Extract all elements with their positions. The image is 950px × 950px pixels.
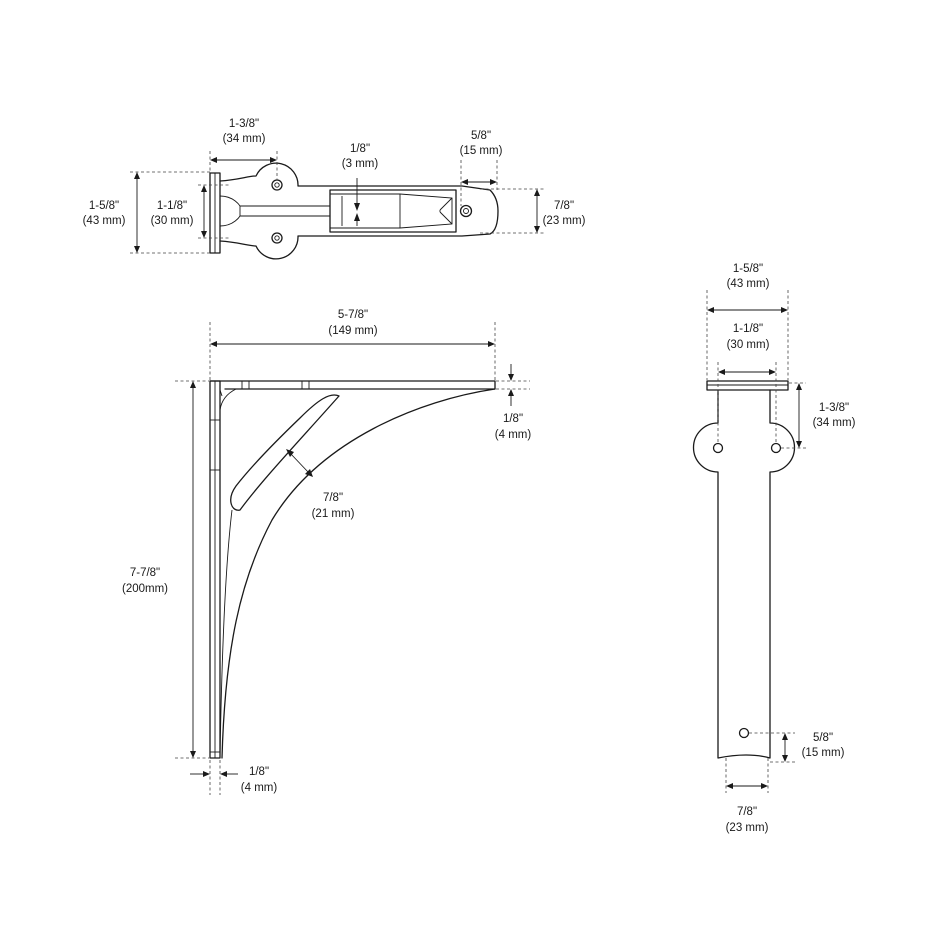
top-end-hole-metric: (15 mm): [460, 145, 503, 157]
top-overall-height-metric: (43 mm): [83, 215, 126, 227]
side-height-metric: (200mm): [122, 583, 168, 595]
front-overall-width-label: 1-5/8": [733, 263, 763, 275]
top-hole-offset-label: 1-3/8": [229, 118, 259, 130]
side-top-thickness-metric: (4 mm): [495, 429, 532, 441]
top-view-dimension-lines: [130, 151, 545, 254]
top-view-outline: [209, 162, 499, 260]
top-view-labels: 1-5/8" (43 mm) 1-1/8" (30 mm) 1-3/8" (34…: [83, 118, 586, 227]
side-depth-metric: (149 mm): [328, 325, 377, 337]
side-view: 5-7/8" (149 mm) 7-7/8" (200mm) 1/8" (4 m…: [122, 309, 531, 795]
side-top-thickness-label: 1/8": [503, 413, 523, 425]
front-bottom-hole-label: 5/8": [813, 732, 833, 744]
front-hole-spacing-label: 1-1/8": [733, 323, 763, 335]
top-arm-width-metric: (23 mm): [543, 215, 586, 227]
front-view-dimension-lines: [706, 290, 806, 793]
side-depth-label: 5-7/8": [338, 309, 368, 321]
side-wall-thickness-label: 1/8": [249, 766, 269, 778]
front-bottom-hole-metric: (15 mm): [802, 747, 845, 759]
top-hole-spacing-label: 1-1/8": [157, 200, 187, 212]
front-bottom-width-label: 7/8": [737, 806, 757, 818]
side-brace-width-label: 7/8": [323, 492, 343, 504]
top-slot-width-label: 1/8": [350, 143, 370, 155]
top-view: 1-5/8" (43 mm) 1-1/8" (30 mm) 1-3/8" (34…: [83, 118, 586, 260]
side-view-dimension-lines: [175, 322, 530, 795]
side-height-label: 7-7/8": [130, 567, 160, 579]
front-hole-drop-metric: (34 mm): [813, 417, 856, 429]
front-overall-width-metric: (43 mm): [727, 278, 770, 290]
top-slot-width-metric: (3 mm): [342, 158, 379, 170]
front-view: 1-5/8" (43 mm) 1-1/8" (30 mm) 1-3/8" (34…: [692, 263, 856, 834]
top-hole-spacing-metric: (30 mm): [151, 215, 194, 227]
front-hole-drop-label: 1-3/8": [819, 402, 849, 414]
top-overall-height-label: 1-5/8": [89, 200, 119, 212]
front-view-holes: [712, 442, 782, 739]
side-view-labels: 5-7/8" (149 mm) 7-7/8" (200mm) 1/8" (4 m…: [122, 309, 531, 794]
side-view-outline: [209, 380, 496, 759]
front-view-outline: [692, 380, 796, 759]
side-wall-thickness-metric: (4 mm): [241, 782, 278, 794]
top-end-hole-label: 5/8": [471, 130, 491, 142]
top-arm-width-label: 7/8": [554, 200, 574, 212]
front-bottom-width-metric: (23 mm): [726, 822, 769, 834]
top-hole-offset-metric: (34 mm): [223, 133, 266, 145]
side-brace-width-metric: (21 mm): [312, 508, 355, 520]
front-hole-spacing-metric: (30 mm): [727, 339, 770, 351]
front-view-labels: 1-5/8" (43 mm) 1-1/8" (30 mm) 1-3/8" (34…: [726, 263, 856, 834]
top-view-holes: [271, 179, 473, 244]
